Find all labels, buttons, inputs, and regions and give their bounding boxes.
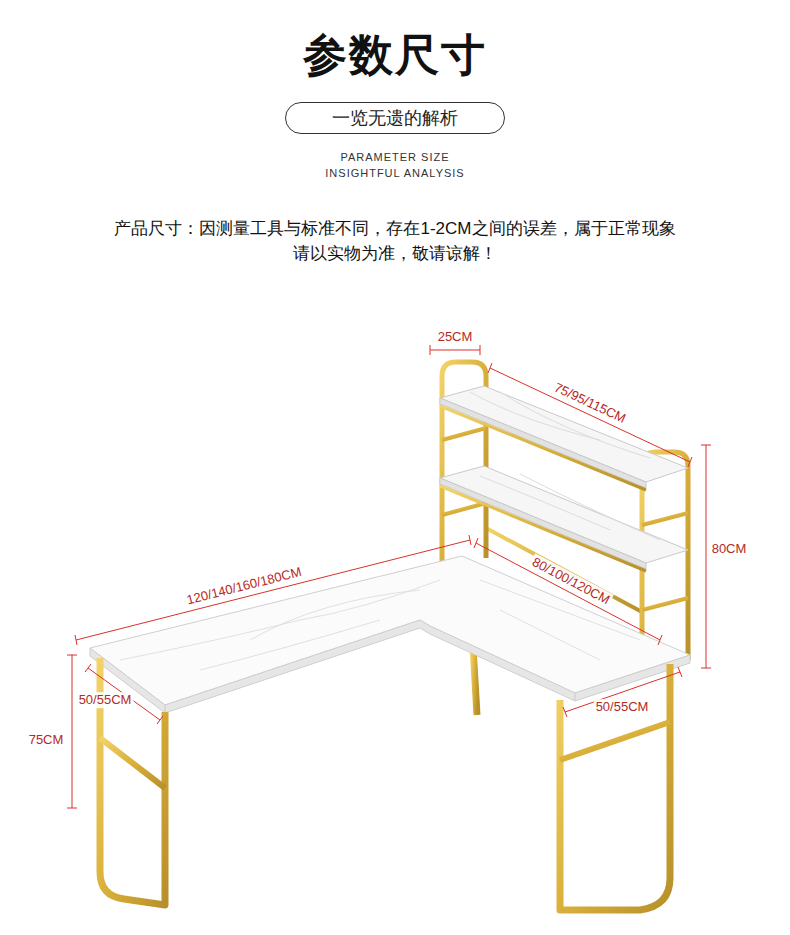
notice-text: 产品尺寸：因测量工具与标准不同，存在1-2CM之间的误差，属于正常现象	[114, 219, 675, 239]
leg-bar	[610, 744, 615, 908]
dimension-label: 25CM	[436, 329, 475, 345]
dimension-line	[474, 538, 662, 645]
dimension-label: 80CM	[710, 541, 749, 557]
leg-bar	[634, 736, 639, 908]
marble-vein	[480, 474, 660, 540]
dimension-line	[67, 655, 77, 808]
leg-bar	[150, 778, 155, 903]
dimension-label: 50/55CM	[594, 699, 651, 715]
subtitle-pill: 一览无遗的解析	[285, 102, 505, 134]
shelf-rung	[442, 503, 486, 515]
leg-bar	[586, 752, 591, 908]
english-subtitle: PARAMETER SIZE	[340, 151, 449, 164]
page-title: 参数尺寸	[303, 29, 487, 82]
shelf-board	[440, 466, 688, 563]
leg-brace	[100, 738, 165, 788]
notice-text: 请以实物为准，敬请谅解！	[293, 244, 497, 264]
english-subtitle: INSIGHTFUL ANALYSIS	[325, 167, 464, 180]
dimension-lines	[67, 345, 711, 808]
shelf-rung	[642, 598, 688, 610]
dimension-line	[488, 363, 692, 467]
shelf-edge	[440, 478, 646, 569]
dimension-label: 50/55CM	[77, 692, 134, 708]
subtitle-text: 一览无遗的解析	[332, 106, 458, 130]
dimension-line	[563, 667, 682, 717]
leg-brace	[560, 722, 670, 760]
dimension-label: 75CM	[27, 732, 66, 748]
dimension-line	[75, 535, 471, 645]
desk-leg	[560, 664, 670, 910]
shelf-rung	[442, 428, 486, 440]
leg-bar	[135, 767, 140, 900]
desk-edge	[165, 620, 575, 713]
dimension-line	[430, 345, 480, 355]
leg-bar	[119, 755, 124, 898]
shelf-rung	[642, 513, 688, 525]
